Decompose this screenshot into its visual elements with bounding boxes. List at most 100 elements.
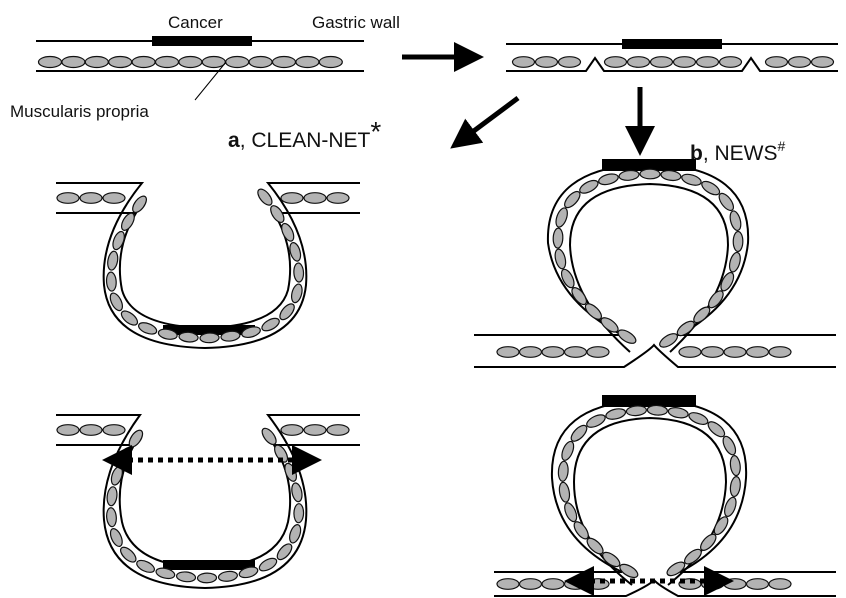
muscle-cell [702, 347, 724, 358]
clean-net-step-2 [56, 415, 360, 588]
muscle-cell [319, 57, 342, 68]
cancer-label: Cancer [168, 13, 223, 32]
muscle-cell [618, 562, 640, 580]
muscle-cell [202, 57, 225, 68]
muscle-cell [103, 193, 125, 204]
muscle-cell [789, 57, 811, 68]
cancer-lesion [602, 395, 696, 407]
gastric-wall-inner-line [56, 445, 360, 568]
muscle-cell [728, 210, 742, 232]
muscle-cell [660, 169, 681, 181]
muscle-cell [558, 482, 571, 503]
muscularis-propria-label: Muscularis propria [10, 102, 149, 121]
muscularis-propria-layer [513, 57, 834, 68]
muscle-cell [724, 347, 746, 358]
muscle-cell [80, 425, 102, 436]
gastric-wall-outer-line [56, 183, 360, 348]
muscularis-propria-layer [497, 405, 791, 589]
muscle-cell [598, 172, 620, 186]
muscle-cell [679, 347, 701, 358]
muscle-cell [812, 57, 834, 68]
muscularis-propria-layer [39, 57, 343, 68]
muscle-cell [605, 407, 627, 421]
muscle-cell [587, 347, 609, 358]
muscle-cell [769, 579, 791, 590]
clean-net-step-1 [56, 183, 360, 348]
muscle-cell [497, 347, 519, 358]
muscle-cell [57, 193, 79, 204]
muscle-cell [304, 193, 326, 204]
incised-wall-diagram [506, 39, 838, 71]
muscle-cell [106, 272, 117, 292]
muscle-cell [729, 455, 741, 476]
muscle-cell [520, 579, 542, 590]
muscle-cell [304, 425, 326, 436]
muscle-cell [565, 347, 587, 358]
muscle-cell [698, 532, 719, 553]
clean-net-label: a, CLEAN-NET* [228, 116, 381, 152]
muscle-cell [729, 476, 741, 497]
muscle-cell [674, 57, 696, 68]
muscle-cell [640, 169, 660, 179]
muscle-cell [103, 425, 125, 436]
muscle-cell [720, 57, 742, 68]
gastric-wall-inner-line [56, 213, 360, 328]
muscle-cell [619, 169, 640, 181]
pocket-inner-line [570, 184, 728, 352]
muscle-cell [520, 347, 542, 358]
muscle-cell [681, 172, 703, 187]
muscle-cell [769, 347, 791, 358]
muscle-cell [747, 579, 769, 590]
muscle-cell [176, 571, 196, 583]
muscle-cell [665, 559, 687, 578]
muscle-cell [281, 425, 303, 436]
pocket-inner-line [574, 418, 726, 585]
muscle-cell [249, 57, 272, 68]
muscle-cell [558, 461, 569, 482]
news-step-1 [474, 159, 836, 367]
muscle-cell [200, 333, 219, 343]
muscle-cell [106, 507, 117, 527]
muscle-cell [716, 191, 736, 213]
muscle-cell [733, 231, 743, 251]
muscle-cell [80, 193, 102, 204]
muscle-cell [700, 179, 722, 198]
news-step-2 [494, 395, 836, 596]
muscle-cell [296, 57, 319, 68]
muscle-cell [260, 426, 279, 447]
muscle-cell [536, 57, 558, 68]
muscle-cell [57, 425, 79, 436]
muscle-cell [697, 57, 719, 68]
muscle-cell [513, 57, 535, 68]
muscle-cell [747, 347, 769, 358]
muscle-cell [667, 406, 688, 419]
muscle-cell [137, 320, 158, 336]
gastric-wall-outer-line [474, 164, 836, 335]
muscle-cell [85, 57, 108, 68]
muscle-cell [553, 248, 567, 270]
gastric-wall-outer-line [494, 400, 836, 572]
normal-wall-diagram: Cancer Gastric wall Muscularis propria [10, 13, 400, 121]
muscle-cell [585, 536, 606, 557]
muscle-cell [628, 57, 650, 68]
muscle-cell [559, 57, 581, 68]
muscle-cell [294, 504, 304, 523]
muscle-cell [197, 573, 216, 583]
muscle-cell [218, 570, 238, 582]
muscle-cell [290, 482, 303, 503]
muscle-cell [179, 57, 202, 68]
muscle-cell [721, 434, 738, 456]
cancer-lesion [152, 36, 252, 46]
muscle-cell [109, 57, 132, 68]
muscle-cell [293, 263, 304, 283]
muscle-cell [39, 57, 62, 68]
muscle-cell [106, 250, 119, 270]
muscle-cell [281, 193, 303, 204]
muscle-cell [135, 558, 156, 575]
muscle-cell [327, 193, 349, 204]
muscle-cell [132, 57, 155, 68]
muscle-cell [542, 579, 564, 590]
muscle-cell [62, 57, 85, 68]
muscle-cell [560, 440, 576, 462]
gastric-wall-label: Gastric wall [312, 13, 400, 32]
